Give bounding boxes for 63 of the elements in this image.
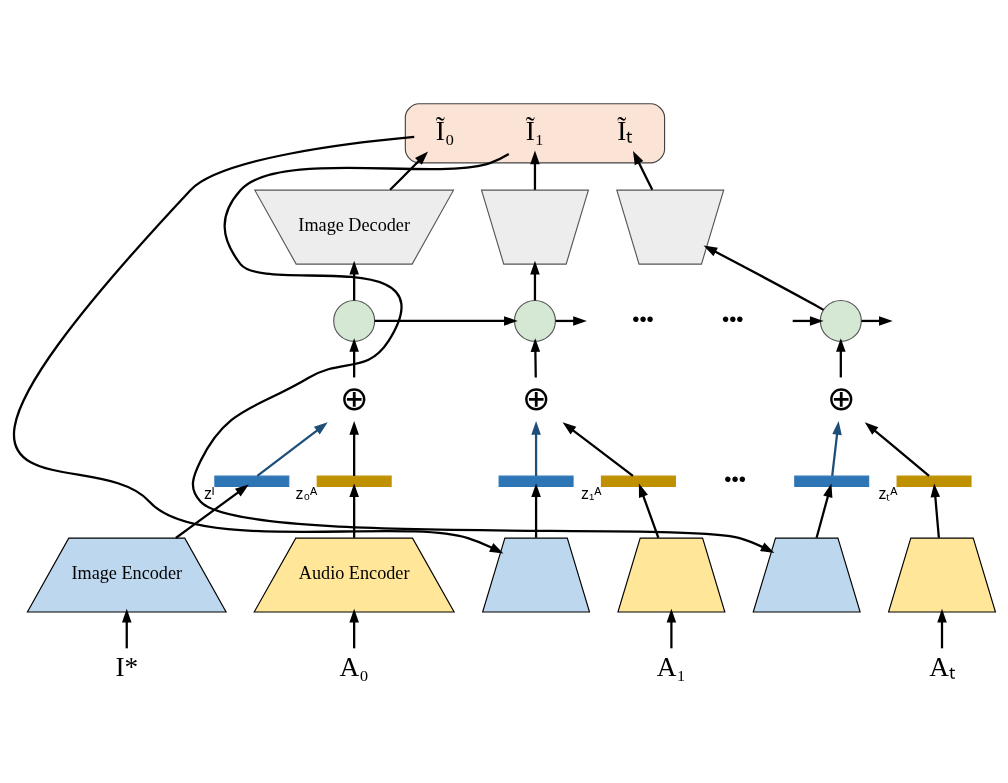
arrow <box>815 483 832 538</box>
node-text: A₁ <box>656 651 686 682</box>
arrow <box>374 315 518 326</box>
arrow <box>529 150 540 190</box>
node-text: Ĩₜ <box>616 115 632 146</box>
node-text: Ĩ₀ <box>435 115 454 146</box>
node-text: ⊕ <box>521 378 550 417</box>
arrow <box>703 245 824 311</box>
arrow <box>348 420 359 476</box>
node-trapezoid <box>887 537 996 613</box>
arrow <box>830 420 842 476</box>
label: ••• <box>631 306 654 330</box>
arrow <box>530 420 541 476</box>
label: ••• <box>721 306 744 330</box>
node-trapezoid <box>616 537 726 613</box>
arrow <box>348 608 359 648</box>
node-trapezoid <box>480 189 589 265</box>
label: ••• <box>723 466 746 490</box>
node-bar <box>316 475 392 487</box>
node-text: A₀ <box>339 651 369 682</box>
arrow <box>562 421 634 477</box>
node-label: zᴵ <box>203 484 214 502</box>
arrow <box>632 150 653 190</box>
arrow <box>835 337 846 377</box>
node-text: Aₜ <box>928 651 955 682</box>
arrow <box>930 482 940 538</box>
arrow <box>388 151 428 191</box>
node-text: Ĩ₁ <box>525 115 544 146</box>
arrow <box>860 315 893 326</box>
arrow <box>192 152 774 553</box>
node-trapezoid <box>752 537 861 613</box>
arrow <box>555 315 587 326</box>
arrow <box>12 135 503 554</box>
node-text: ⊕ <box>339 378 368 417</box>
arrow <box>530 482 541 538</box>
node-label: z₁ᴬ <box>580 484 601 502</box>
node-circle <box>513 299 556 342</box>
arrow <box>638 483 659 538</box>
node-label: z₀ᴬ <box>295 484 317 502</box>
node-bar <box>793 475 869 487</box>
node-circle <box>332 299 375 342</box>
arrow <box>256 421 328 477</box>
node-trapezoid <box>481 537 590 613</box>
arrow <box>936 608 947 648</box>
arrow <box>792 315 824 326</box>
arrow <box>666 608 676 648</box>
arrow <box>348 482 359 538</box>
node-label: zₜᴬ <box>877 484 898 502</box>
node-text: ⊕ <box>826 378 855 417</box>
node-trapezoid <box>615 189 724 265</box>
arrow <box>174 484 249 539</box>
arrow <box>530 337 540 377</box>
arrow <box>348 260 359 300</box>
arrow <box>348 337 359 377</box>
arrow <box>121 608 132 648</box>
node-bar <box>213 475 289 487</box>
node-text: I* <box>114 651 138 682</box>
node-bar <box>896 475 972 487</box>
node-circle <box>819 299 862 342</box>
arrow <box>864 421 930 477</box>
node-bar <box>498 475 574 487</box>
node-bar <box>600 475 676 487</box>
arrow <box>529 260 540 300</box>
